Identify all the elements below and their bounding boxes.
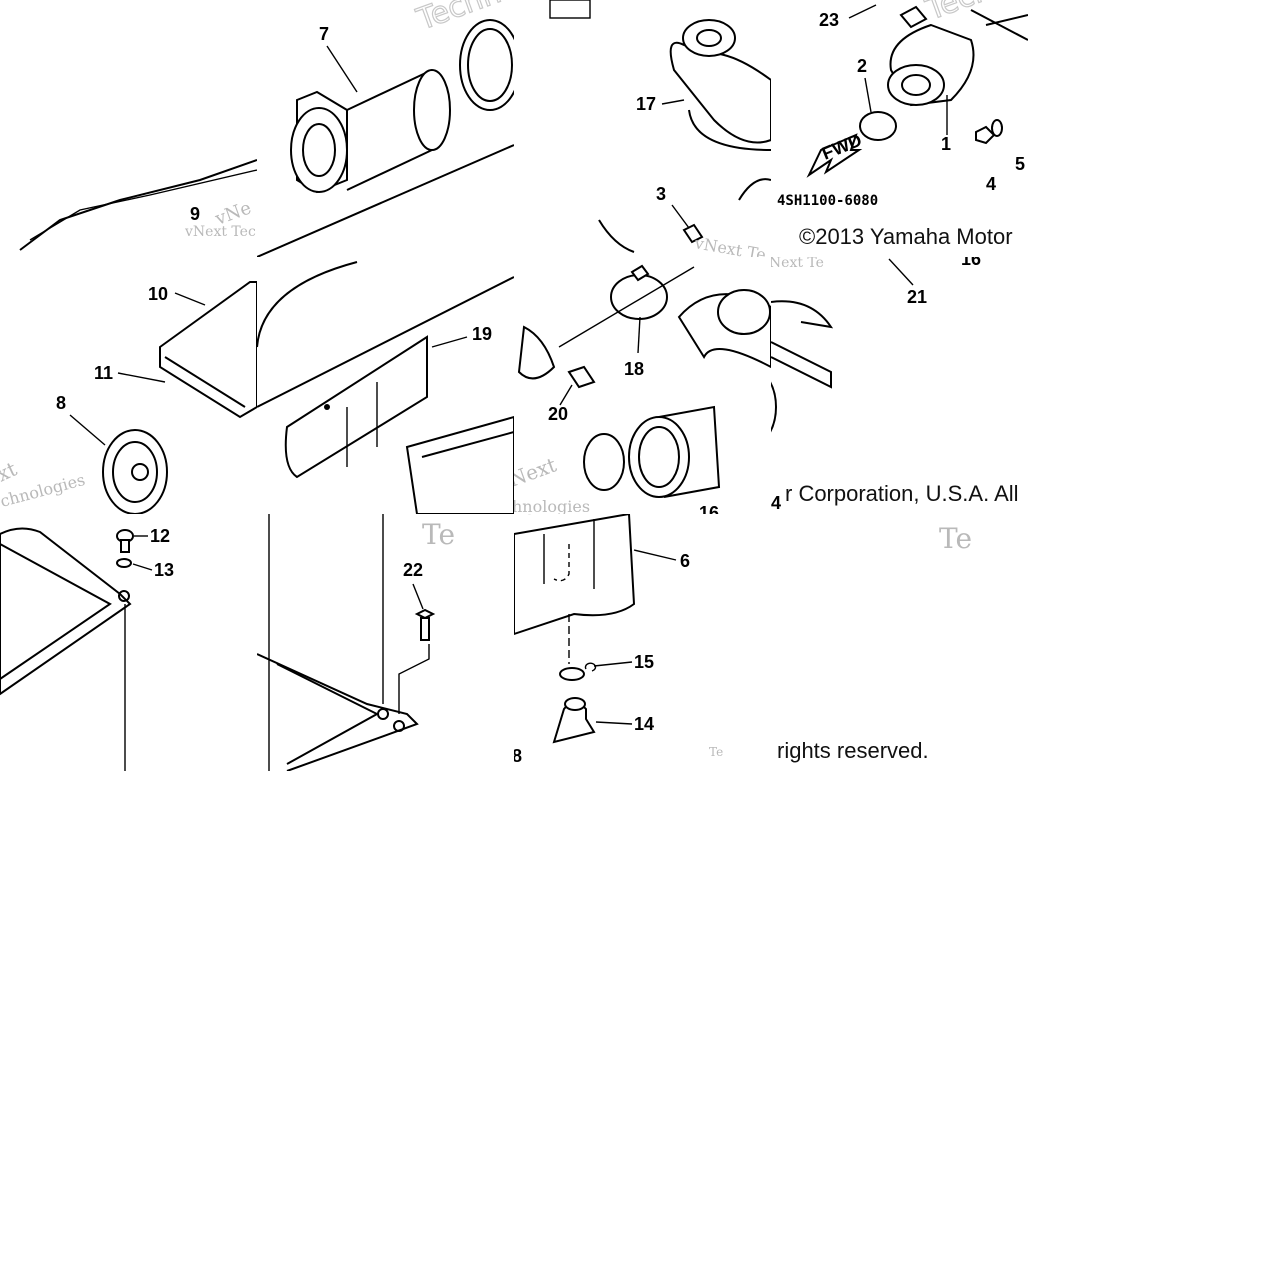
callout-22: 21 bbox=[907, 287, 927, 307]
diagram-tile-j-drawing: 22 Te bbox=[257, 514, 455, 771]
diagram-tile-copyright: Te rights reserved. bbox=[771, 514, 1028, 771]
callout-16b: 16 bbox=[961, 257, 981, 269]
callout-16: 16 bbox=[699, 503, 719, 514]
diagram-tile-air-cleaner-cover: vNext Tec 9 vNe bbox=[0, 0, 257, 257]
callout-7: 7 bbox=[319, 24, 329, 44]
callout-10: 10 bbox=[148, 284, 168, 304]
copyright-line-2: rights reserved. bbox=[777, 738, 929, 763]
watermark-fragment: vNext Te bbox=[771, 257, 824, 271]
diagram-tile-c-drawing: 17 3 vNext Te bbox=[549, 0, 771, 257]
callout-6: 6 bbox=[680, 551, 690, 571]
callout-2: 2 bbox=[857, 56, 867, 76]
diagram-tile-l-drawing: Te bbox=[939, 522, 972, 555]
diagram-tile-bolt: 22 Te bbox=[257, 514, 514, 771]
callout-4: 4 bbox=[986, 174, 996, 194]
callout-20: 19 bbox=[472, 324, 492, 344]
watermark-fragment: Te bbox=[709, 745, 723, 759]
callout-9: 9 bbox=[190, 204, 200, 224]
watermark-fragment: Te bbox=[422, 518, 455, 551]
callout-24: 23 bbox=[819, 10, 839, 30]
diagram-tile-lower-case: 6 15 14 Te 8 Te bbox=[514, 514, 771, 771]
callout-5: 5 bbox=[1015, 154, 1025, 174]
callout-17: 17 bbox=[636, 94, 656, 114]
diagram-tile-e-drawing: 10 11 8 ext chnologies bbox=[0, 281, 257, 514]
diagram-tile-d-drawing: 23 2 1 FWD 4 5 4SH1100-6080 Techno bbox=[777, 0, 1028, 209]
watermark-fragment: ext bbox=[0, 457, 20, 492]
diagram-tile-f-drawing: 19 bbox=[257, 261, 514, 514]
diagram-tile-carb-joint: 23 2 1 FWD 4 5 4SH1100-6080 Techno ©2013 bbox=[771, 0, 1028, 257]
callout-21: 20 bbox=[548, 404, 568, 424]
watermark-fragment: Te bbox=[939, 522, 972, 555]
callout-15: 15 bbox=[634, 652, 654, 672]
diagram-tile-a-drawing: vNext Tec 9 vNe bbox=[19, 159, 257, 251]
callout-18: 24 bbox=[771, 493, 781, 513]
diagram-tile-k-drawing: 6 15 14 Te 8 Te bbox=[514, 514, 723, 766]
part-code: 4SH1100-6080 bbox=[777, 193, 878, 209]
watermark-fragment: hnologies bbox=[514, 497, 590, 514]
callout-1: 1 bbox=[941, 134, 951, 154]
diagram-tile-duct: 17 3 vNext Te bbox=[514, 0, 771, 257]
callout-12: 12 bbox=[150, 526, 170, 546]
copyright-line-1b: r Corporation, U.S.A. All bbox=[785, 481, 1019, 506]
watermark-fragment: Te bbox=[514, 514, 536, 519]
diagram-tile-g-drawing: 18 20 16 Next hnologies bbox=[514, 264, 771, 514]
copyright-line-1a: ©2013 Yamaha Motor bbox=[799, 224, 1013, 249]
diagram-tile-cover-screw: 12 13 bbox=[0, 514, 257, 771]
diagram-tile-air-box: 19 bbox=[257, 257, 514, 514]
watermark-fragment: Next bbox=[514, 453, 559, 492]
callout-23: 22 bbox=[403, 560, 423, 580]
diagram-tile-clamp-sensor: 18 20 16 Next hnologies bbox=[514, 257, 771, 514]
diagram-tile-case-cover: 10 11 8 ext chnologies bbox=[0, 257, 257, 514]
callout-8b: 8 bbox=[514, 746, 522, 766]
watermark-fragment: vNext Tec bbox=[184, 224, 256, 240]
watermark-word: Techno bbox=[921, 0, 1028, 28]
diagram-tile-housing: 21 16 24 vNext Te r Corporation, U.S.A. … bbox=[771, 257, 1028, 514]
callout-8: 8 bbox=[56, 393, 66, 413]
diagram-tile-b-drawing: 7 Techno bbox=[257, 0, 514, 257]
watermark-fragment: vNext Te bbox=[692, 233, 767, 257]
diagram-tile-filter-element: 7 Techno bbox=[257, 0, 514, 257]
callout-19: 18 bbox=[624, 359, 644, 379]
callout-3: 3 bbox=[656, 184, 666, 204]
callout-11: 11 bbox=[94, 363, 113, 383]
fwd-arrow-icon: FWD bbox=[806, 130, 864, 178]
callout-14: 14 bbox=[634, 714, 654, 734]
diagram-tile-i-drawing: 12 13 bbox=[0, 526, 174, 771]
diagram-tile-h-drawing: 21 16 24 vNext Te bbox=[771, 257, 981, 513]
callout-13: 13 bbox=[154, 560, 174, 580]
